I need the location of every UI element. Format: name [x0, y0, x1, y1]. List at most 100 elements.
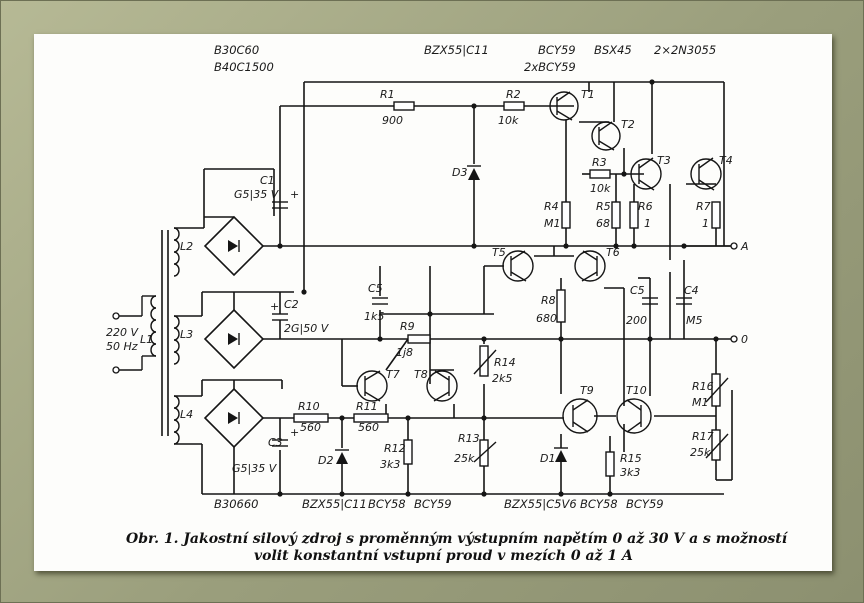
label-b30660: B30660: [214, 497, 258, 511]
r17-value: 25k: [690, 446, 711, 459]
c3-value: G5|35 V: [232, 462, 278, 475]
transistor-t2: [591, 121, 621, 151]
figure-caption-line2: volit konstantní vstupní proud v mezích …: [254, 548, 633, 564]
capacitor-c5-left: [372, 297, 388, 305]
r5-ref: R5: [596, 200, 611, 213]
d2-label: D2: [318, 454, 333, 467]
resistor-r1: [393, 101, 415, 111]
c4-value: M5: [686, 314, 703, 327]
t5-label: T5: [492, 246, 506, 259]
r9-ref: R9: [400, 320, 415, 333]
label-bzx-c11: BZX55|C11: [302, 497, 367, 511]
d1-label: D1: [540, 452, 555, 465]
resistor-r15: [605, 451, 615, 477]
r2-value: 10k: [498, 114, 519, 127]
c5a-ref: C5: [368, 282, 383, 295]
capacitor-c1: +: [272, 188, 299, 209]
label-b30c60: B30C60: [214, 43, 259, 57]
resistor-r5: [611, 201, 621, 229]
label-bcy58-b: BCY58: [580, 497, 618, 511]
resistor-r3: [589, 169, 611, 179]
mains-frequency: 50 Hz: [106, 340, 138, 353]
c3-ref: C3: [268, 436, 283, 449]
label-bsx45: BSX45: [594, 43, 632, 57]
r4-ref: R4: [544, 200, 559, 213]
terminal-a[interactable]: [730, 242, 738, 250]
t9-label: T9: [580, 384, 594, 397]
t3-label: T3: [657, 154, 671, 167]
t7-label: T7: [386, 368, 400, 381]
label-bcy59-top: BCY59: [538, 43, 576, 57]
capacitor-c3: +: [272, 426, 299, 447]
resistor-r4: [561, 201, 571, 229]
svg-text:+: +: [270, 300, 279, 313]
bridge-rectifier-3: [174, 379, 283, 494]
transistor-t6: [574, 250, 606, 282]
r16-value: M1: [692, 396, 709, 409]
r3-ref: R3: [592, 156, 607, 169]
r1-ref: R1: [380, 88, 395, 101]
c4-ref: C4: [684, 284, 699, 297]
r1-value: 900: [382, 114, 403, 127]
potentiometer-r17[interactable]: [705, 429, 729, 461]
resistor-r7: [711, 201, 721, 229]
coil-l4-label: L4: [180, 408, 193, 421]
c1-value: G5|35 V: [234, 188, 280, 201]
r5-value: 68: [596, 217, 610, 230]
t8-label: T8: [414, 368, 428, 381]
r14-value: 2k5: [492, 372, 512, 385]
zener-d1: [554, 447, 568, 462]
label-bzx-top: BZX55|C11: [424, 43, 489, 57]
transistor-t7: [356, 370, 388, 402]
c5a-value: 1k5: [364, 310, 384, 323]
r11-ref: R11: [356, 400, 378, 413]
coil-l3-label: L3: [180, 328, 193, 341]
r4-value: M1: [544, 217, 561, 230]
r7-ref: R7: [696, 200, 711, 213]
terminal-a-label: A: [740, 240, 749, 253]
figure-caption-line1: Obr. 1. Jakostní silový zdroj s proměnný…: [126, 530, 789, 547]
transformer: [112, 227, 180, 445]
r16-ref: R16: [692, 380, 714, 393]
terminal-o[interactable]: [730, 335, 738, 343]
r11-value: 560: [358, 421, 379, 434]
c1-ref: C1: [260, 174, 275, 187]
resistor-r2: [503, 101, 525, 111]
bridge-rectifier-1: [174, 168, 275, 277]
transistor-t8: [426, 370, 458, 402]
label-2n3055: 2×2N3055: [654, 43, 716, 57]
potentiometer-r16[interactable]: [705, 373, 729, 407]
primary-label: L1: [140, 333, 153, 346]
r13-ref: R13: [458, 432, 480, 445]
terminal-o-label: 0: [741, 333, 748, 346]
potentiometer-r14[interactable]: [473, 345, 497, 377]
r10-value: 560: [300, 421, 321, 434]
capacitor-c4: [676, 297, 692, 305]
t2-label: T2: [621, 118, 635, 131]
potentiometer-r13[interactable]: [473, 439, 497, 467]
transistor-t1: [549, 91, 579, 121]
r15-ref: R15: [620, 452, 642, 465]
r3-value: 10k: [590, 182, 611, 195]
svg-text:+: +: [290, 188, 299, 201]
transistor-t5: [502, 250, 534, 282]
r7-value: 1: [702, 217, 709, 230]
transistor-t3: [630, 157, 662, 191]
label-2xbcy59: 2xBCY59: [524, 60, 576, 74]
r14-ref: R14: [494, 356, 516, 369]
c5b-ref: C5: [630, 284, 645, 297]
resistor-r12: [403, 439, 413, 465]
r8-ref: R8: [541, 294, 556, 307]
r2-ref: R2: [506, 88, 521, 101]
label-b40c1500: B40C1500: [214, 60, 274, 74]
label-bcy59-b: BCY59: [626, 497, 664, 511]
c2-value: 2G|50 V: [284, 322, 330, 335]
d3-label: D3: [452, 166, 467, 179]
resistor-r8: [556, 289, 566, 323]
transistor-t4: [690, 157, 722, 191]
resistor-r9: [407, 334, 431, 344]
r6-ref: R6: [638, 200, 653, 213]
t1-label: T1: [581, 88, 595, 101]
transistor-t10: [616, 398, 652, 434]
t6-label: T6: [606, 246, 620, 259]
